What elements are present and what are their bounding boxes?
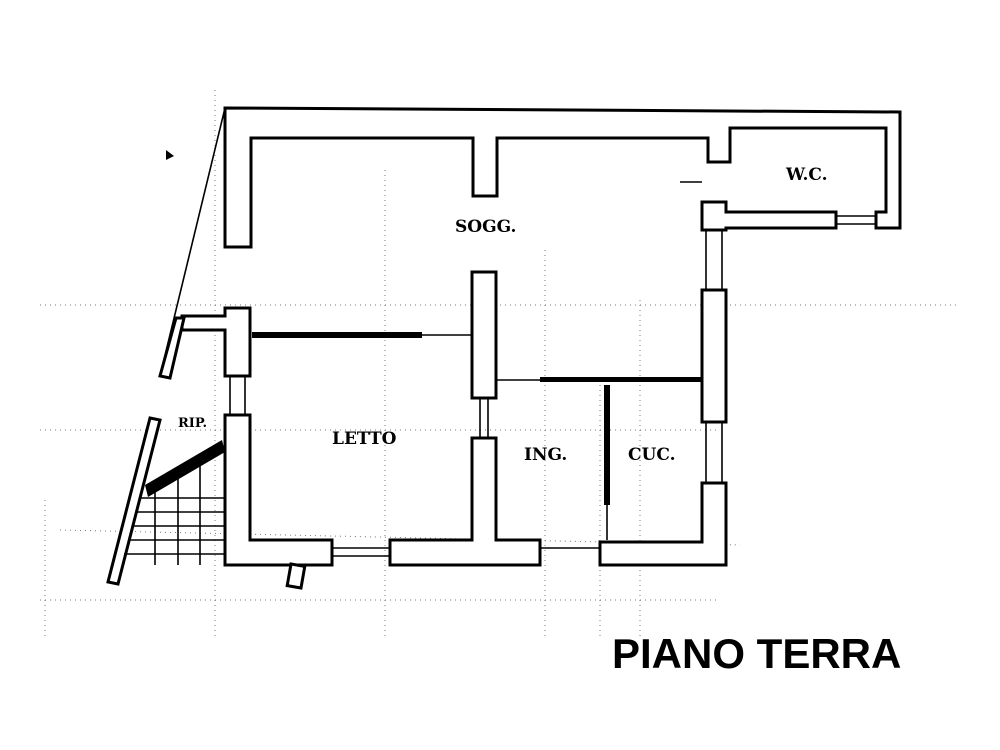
stair-outer-wall-lower xyxy=(106,416,162,586)
room-label-ingresso: ING. xyxy=(524,445,567,465)
room-label-cucina: CUC. xyxy=(628,445,676,465)
staircase xyxy=(124,440,225,565)
walls xyxy=(106,106,902,590)
right-wall-upper xyxy=(700,288,728,424)
construction-lines xyxy=(40,90,960,640)
cucina-partition xyxy=(604,385,610,505)
room-label-wc: W.C. xyxy=(785,165,828,185)
partitions xyxy=(229,181,876,557)
central-partition xyxy=(470,270,498,400)
letto-ingresso-wall xyxy=(388,436,542,567)
left-bottom-wall xyxy=(223,413,334,567)
floor-title: PIANO TERRA xyxy=(612,630,902,677)
top-wall xyxy=(223,106,902,249)
diagonal-envelope xyxy=(159,107,226,377)
right-wall-lower xyxy=(598,481,728,567)
room-label-letto: LETTO xyxy=(332,429,397,449)
north-arrow-icon xyxy=(166,150,174,160)
wc-lower-wall xyxy=(700,200,838,232)
room-label-soggiorno: SOGG. xyxy=(455,217,516,237)
ingresso-top-partition xyxy=(540,377,702,382)
door-post xyxy=(285,562,307,590)
letto-top-partition xyxy=(252,332,422,338)
room-label-ripostiglio: RIP. xyxy=(178,416,207,431)
left-upper-wall xyxy=(180,306,252,378)
